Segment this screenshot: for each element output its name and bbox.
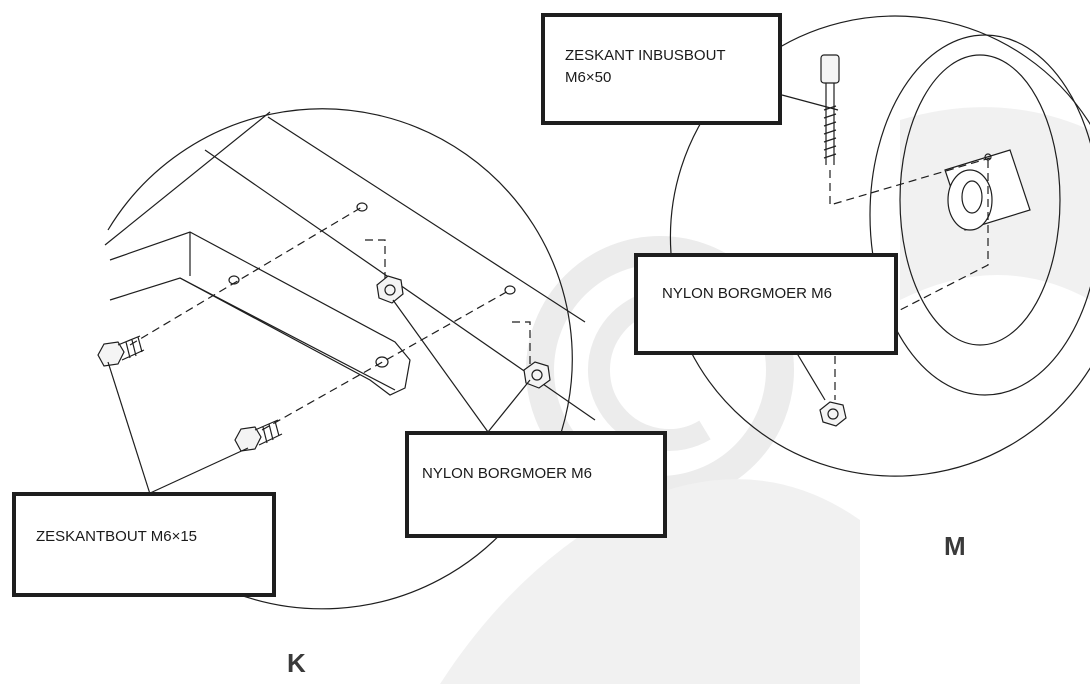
callout-socket-bolt: ZESKANT INBUSBOUT M6×50 (541, 13, 782, 125)
callout-locknut-m: NYLON BORGMOER M6 (634, 253, 898, 355)
figure-label-k: K (287, 648, 306, 678)
callout-socket-bolt-text: ZESKANT INBUSBOUT M6×50 (565, 45, 775, 89)
detail-m-illustration (669, 15, 1090, 477)
callout-hex-bolt: ZESKANTBOUT M6×15 (12, 492, 276, 597)
callout-socket-bolt-line2: M6×50 (565, 69, 612, 86)
callout-socket-bolt-line1: ZESKANT INBUSBOUT (565, 47, 726, 64)
callout-locknut-k-text: NYLON BORGMOER M6 (422, 465, 593, 482)
callout-hex-bolt-text: ZESKANTBOUT M6×15 (36, 528, 198, 545)
figure-label-m: M (944, 531, 966, 561)
callout-locknut-k: NYLON BORGMOER M6 (405, 431, 667, 538)
callout-locknut-m-text: NYLON BORGMOER M6 (662, 285, 833, 302)
detail-k-illustration (97, 108, 596, 610)
